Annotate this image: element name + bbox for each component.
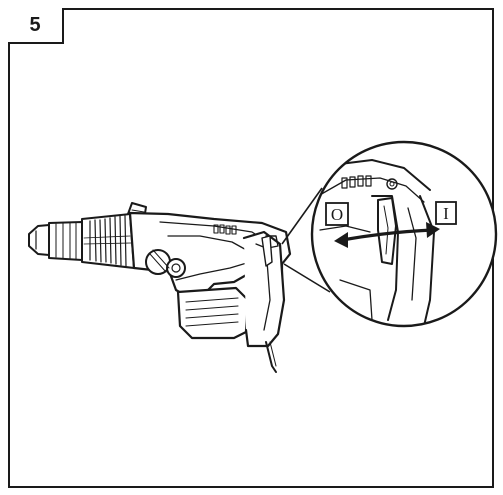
step-tab: 5	[8, 8, 64, 44]
zoom-leader-lines	[281, 187, 331, 293]
switch-on-label: I	[443, 204, 449, 223]
double-arrow-icon	[334, 222, 440, 248]
switch-off-label-box: O	[325, 202, 349, 226]
switch-off-label: O	[331, 205, 343, 224]
switch-on-label-box: I	[435, 201, 457, 225]
demolition-hammer-icon	[28, 202, 292, 373]
step-number: 5	[29, 14, 41, 36]
zoom-detail: O I	[310, 140, 498, 328]
